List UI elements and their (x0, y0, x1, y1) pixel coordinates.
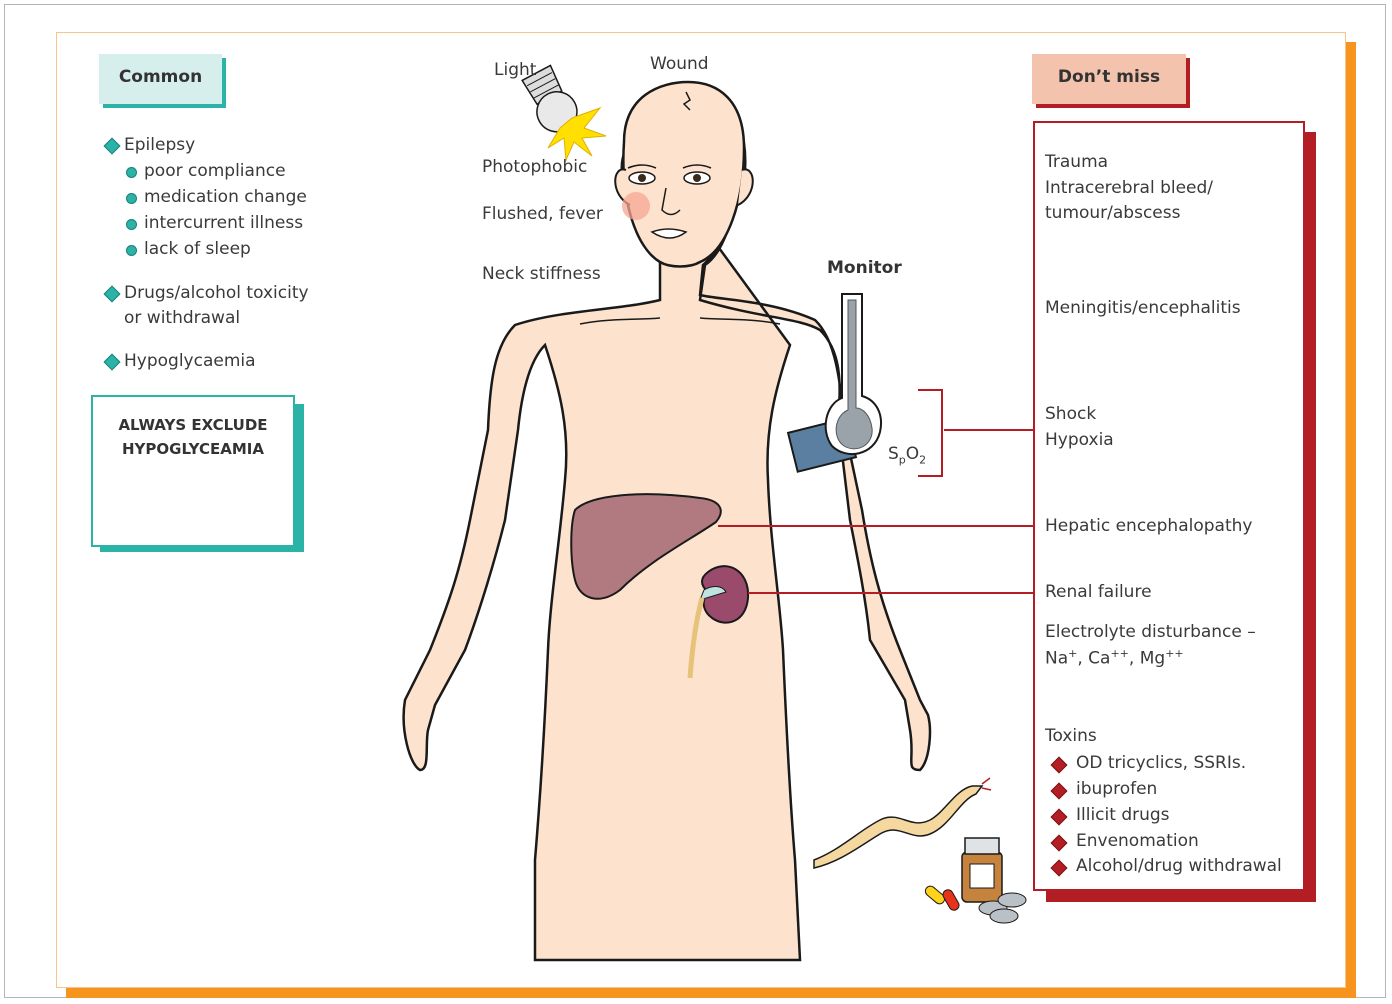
toxin-item: ibuprofen (1076, 779, 1157, 799)
circle-bullet-icon (126, 193, 137, 204)
circle-bullet-icon (126, 219, 137, 230)
light-label: Light (494, 60, 536, 80)
wound-label: Wound (650, 54, 709, 74)
hepatic-label: Hepatic encephalopathy (1045, 516, 1252, 536)
drugs-label: Drugs/alcohol toxicity (124, 283, 309, 303)
bleed-label: Intracerebral bleed/ (1045, 178, 1213, 198)
always-exclude-text: ALWAYS EXCLUDE HYPOGLYCEAMIA (91, 413, 295, 461)
epilepsy-item: poor compliance (144, 161, 286, 181)
bleed-label-cont: tumour/abscess (1045, 203, 1180, 223)
flushed-cheek (622, 192, 650, 220)
spo2-label: SpO2 (888, 444, 926, 466)
meningitis-label: Meningitis/encephalitis (1045, 298, 1241, 318)
photophobic-label: Photophobic (482, 157, 587, 177)
electrolyte-ions: Na+, Ca++, Mg++ (1045, 647, 1184, 669)
shock-label: Shock (1045, 404, 1096, 424)
toxin-item: OD tricyclics, SSRIs. (1076, 753, 1246, 773)
epilepsy-item: intercurrent illness (144, 213, 303, 233)
circle-bullet-icon (126, 167, 137, 178)
drugs-label-cont: or withdrawal (124, 308, 240, 328)
dont-miss-box (1033, 121, 1305, 891)
circle-bullet-icon (126, 245, 137, 256)
monitor-label: Monitor (827, 258, 902, 278)
common-header: Common (99, 54, 222, 104)
snake (814, 786, 982, 868)
dont-miss-header: Don’t miss (1032, 54, 1186, 104)
epilepsy-item: medication change (144, 187, 307, 207)
toxins-label: Toxins (1045, 726, 1097, 746)
toxin-item: Alcohol/drug withdrawal (1076, 856, 1282, 876)
renal-label: Renal failure (1045, 582, 1152, 602)
toxin-item: Illicit drugs (1076, 805, 1170, 825)
neck-stiffness-label: Neck stiffness (482, 264, 601, 284)
hypoglycaemia-label: Hypoglycaemia (124, 351, 256, 371)
trauma-label: Trauma (1045, 152, 1108, 172)
epilepsy-label: Epilepsy (124, 135, 195, 155)
epilepsy-item: lack of sleep (144, 239, 251, 259)
flushed-label: Flushed, fever (482, 204, 603, 224)
hypoxia-label: Hypoxia (1045, 430, 1114, 450)
toxin-item: Envenomation (1076, 831, 1199, 851)
electrolyte-label: Electrolyte disturbance – (1045, 622, 1256, 642)
